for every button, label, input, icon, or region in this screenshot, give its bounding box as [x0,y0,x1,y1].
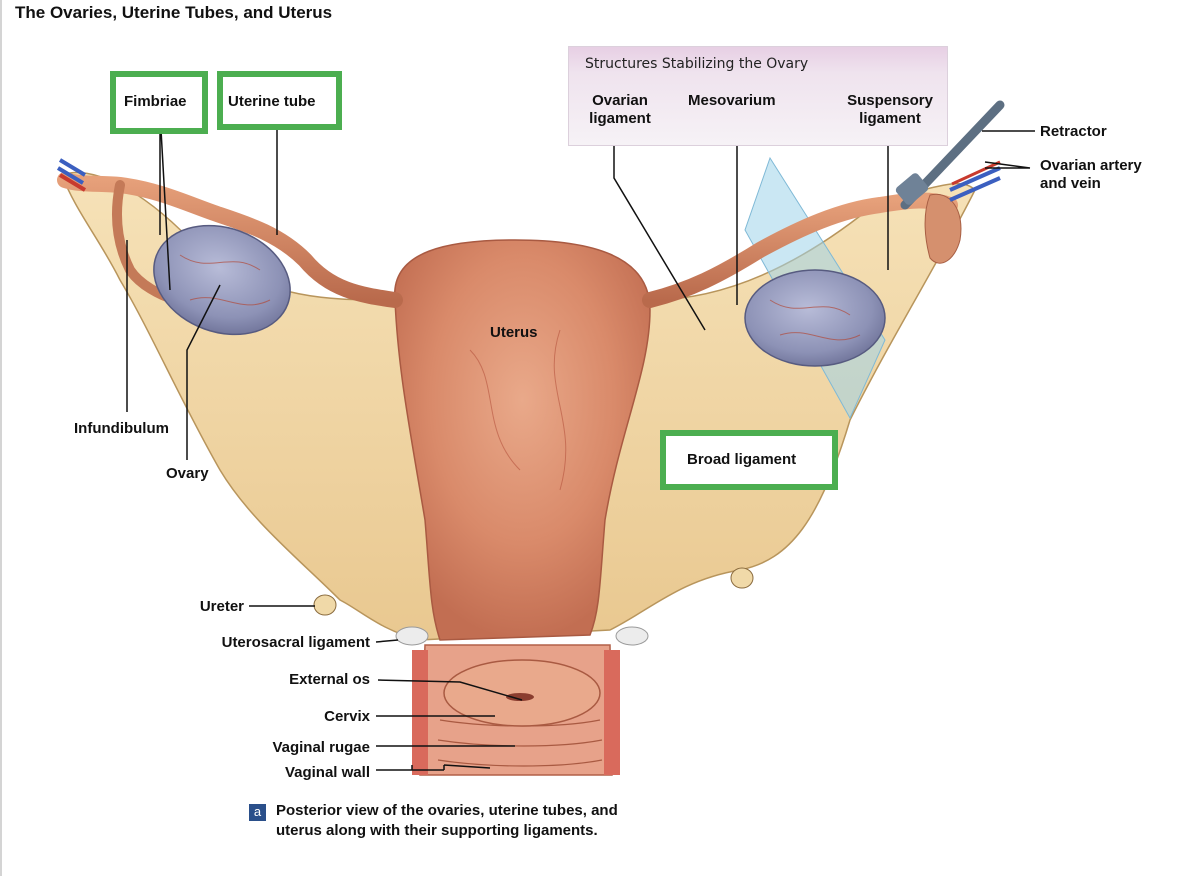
left-border [0,0,2,876]
label-ovarian-ligament-line1: Ovarian [592,92,648,109]
leader-vaginal-wall [376,764,491,771]
label-ovarian-ligament: Ovarian ligament [582,92,658,128]
label-cervix: Cervix [324,708,370,725]
cervix [443,659,601,727]
label-vaginal-wall: Vaginal wall [284,764,370,781]
label-infundibulum: Infundibulum [74,420,169,437]
right-uterosacral-knob [615,626,649,646]
leader-ovary [186,284,221,460]
highlight-box-broad-ligament [660,430,838,490]
stabilizing-structures-panel [568,46,948,146]
leader-ovarian-artery [984,161,1031,169]
caption-line2: uterus along with their supporting ligam… [276,822,598,839]
right-artery [951,160,1001,186]
leader-ovarian-ligament [613,133,706,331]
label-ovarian-artery-line2: and vein [1040,175,1101,192]
label-ovary: Ovary [166,465,209,482]
uterus-body [394,239,651,641]
label-broad-ligament: Broad ligament [687,451,797,468]
label-external-os: External os [289,671,370,688]
label-ureter: Ureter [199,598,244,615]
label-ovarian-artery-vein: Ovarian artery and vein [1040,157,1142,193]
page-title: The Ovaries, Uterine Tubes, and Uterus [15,3,333,22]
leader-external-os [377,679,523,701]
figure-caption: Posterior view of the ovaries, uterine t… [276,801,618,841]
vaginal-wall-left [412,650,428,775]
right-fimbriae [924,193,962,264]
vaginal-wall-right [604,650,620,775]
highlight-box-fimbriae [110,71,208,134]
left-ureter-knob [313,594,337,616]
left-uterosacral-knob [395,626,429,646]
label-suspensory-ligament: Suspensory ligament [838,92,942,128]
leader-uterosacral [375,639,399,643]
right-ureter-knob [730,567,754,589]
caption-badge: a [249,804,266,821]
external-os [506,693,534,701]
retractor-clamp [895,173,929,205]
left-infundibulum [112,180,180,305]
uterus-vessel [469,329,567,491]
left-artery [58,173,87,192]
label-fimbriae: Fimbriae [124,93,187,110]
label-mesovarium: Mesovarium [688,92,776,109]
right-vessels [949,166,1001,202]
label-vaginal-rugae: Vaginal rugae [272,739,370,756]
label-retractor: Retractor [1040,123,1107,140]
left-ovary [153,224,291,336]
label-ovarian-artery-line1: Ovarian artery [1040,157,1142,174]
caption-line1: Posterior view of the ovaries, uterine t… [276,802,618,819]
label-uterine-tube: Uterine tube [228,93,316,110]
label-uterosacral-ligament: Uterosacral ligament [221,634,370,651]
label-suspensory-line2: ligament [859,110,921,127]
right-ovary [744,269,886,367]
panel-title: Structures Stabilizing the Ovary [585,56,809,72]
left-vessels [56,158,87,185]
highlight-box-uterine-tube [217,71,342,130]
left-uterine-tube [57,172,403,308]
label-ovarian-ligament-line2: ligament [589,110,651,127]
label-uterus: Uterus [490,324,538,341]
label-suspensory-line1: Suspensory [847,92,933,109]
